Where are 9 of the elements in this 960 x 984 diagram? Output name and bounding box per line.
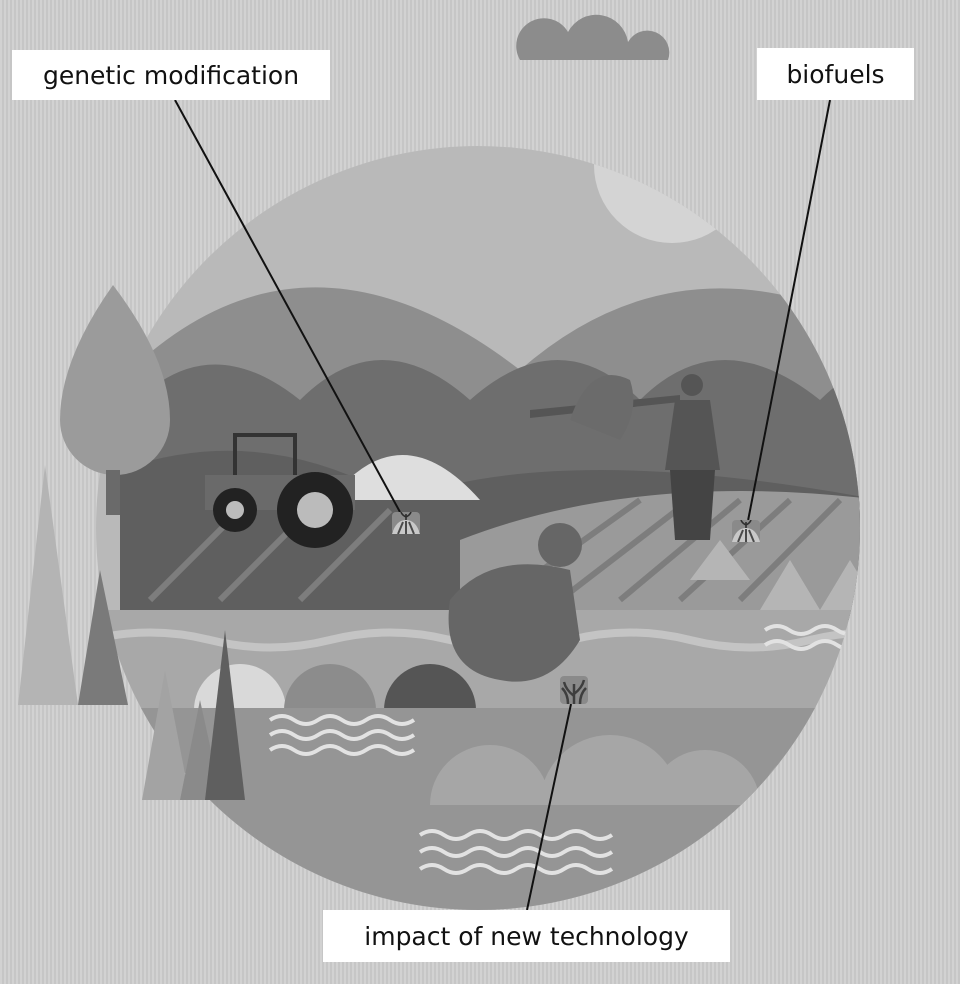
field-drawing <box>732 520 760 542</box>
leader-line <box>174 100 401 512</box>
label-box: impact of new technology <box>323 910 730 962</box>
seedling-drawing <box>560 676 588 704</box>
label-box: biofuels <box>757 48 914 100</box>
label-box: genetic modification <box>12 50 330 100</box>
leader-line <box>747 100 831 520</box>
field-drawing <box>392 512 420 534</box>
leader-line <box>526 704 572 910</box>
